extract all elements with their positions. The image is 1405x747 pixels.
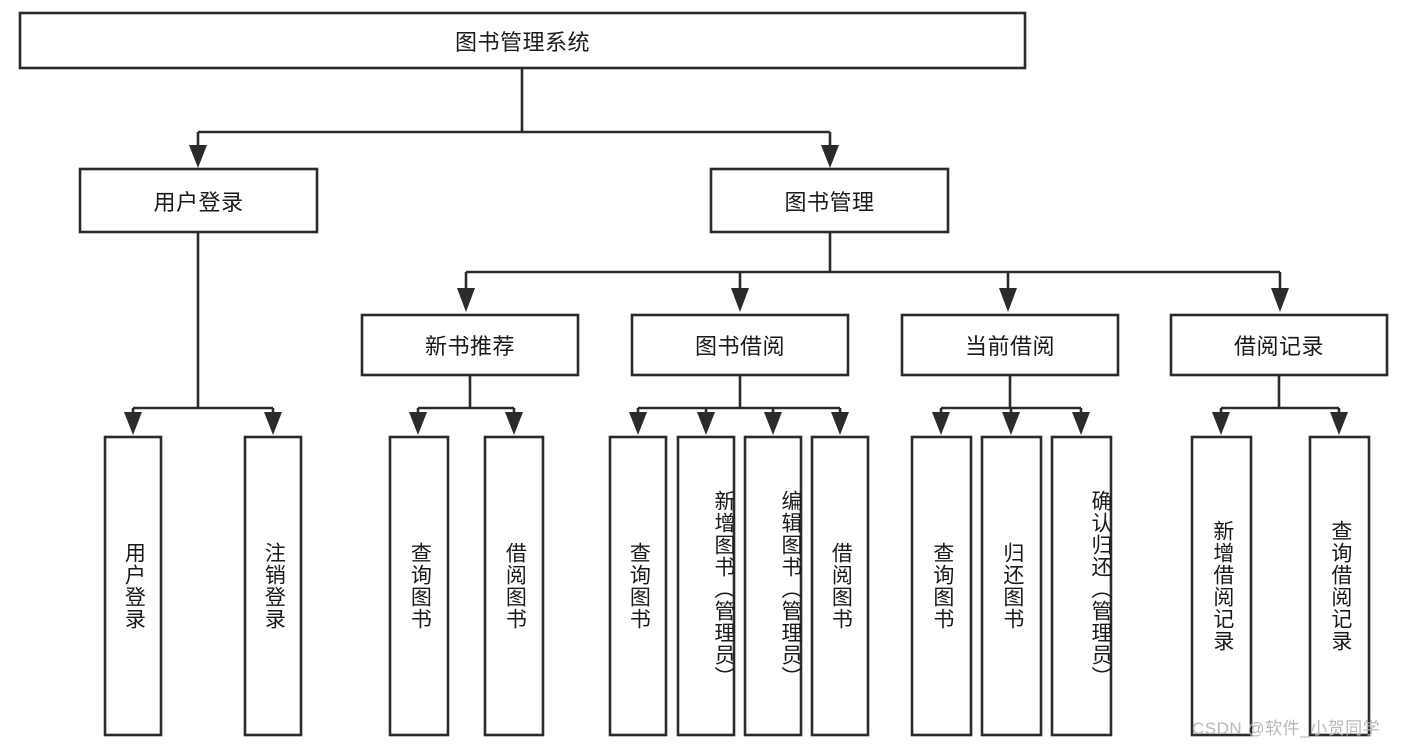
box-current-borrow[interactable] xyxy=(900,313,1120,377)
arrow-icon-leaf-13 xyxy=(1330,412,1348,435)
arrow-icon-bookmgmt-1 xyxy=(457,288,475,312)
arrow-icon-leaf-3 xyxy=(409,412,427,435)
arrow-icon-bookmgmt-3 xyxy=(999,288,1017,312)
box-leaf-2[interactable] xyxy=(243,435,303,737)
watermark-text: CSDN @软件_小贺同学 xyxy=(1192,719,1381,738)
arrow-icon-root-right xyxy=(821,145,839,168)
node-boxes xyxy=(18,11,1389,737)
box-leaf-8[interactable] xyxy=(810,435,870,737)
arrow-icon-leaf-1 xyxy=(124,412,142,435)
arrow-icon-leaf-7 xyxy=(764,412,782,435)
box-leaf-11[interactable] xyxy=(1050,435,1113,737)
arrow-icon-leaf-11 xyxy=(1072,412,1090,435)
box-root[interactable] xyxy=(18,11,1027,70)
box-leaf-10[interactable] xyxy=(980,435,1043,737)
box-leaf-13[interactable] xyxy=(1308,435,1371,737)
arrow-icon-bookmgmt-4 xyxy=(1271,288,1289,312)
box-new-book-recommend[interactable] xyxy=(360,313,580,377)
box-leaf-7[interactable] xyxy=(743,435,803,737)
box-book-management[interactable] xyxy=(709,167,950,234)
arrow-icon-leaf-4 xyxy=(505,412,523,435)
box-leaf-9[interactable] xyxy=(910,435,973,737)
arrow-icon-bookmgmt-2 xyxy=(731,288,749,312)
arrow-icon-leaf-9 xyxy=(932,412,950,435)
arrow-icon-leaf-5 xyxy=(629,412,647,435)
box-leaf-3[interactable] xyxy=(388,435,450,737)
arrow-icon-leaf-6 xyxy=(697,412,715,435)
arrow-icon-root-left xyxy=(189,145,207,168)
arrow-icon-leaf-12 xyxy=(1212,412,1230,435)
box-user-login[interactable] xyxy=(78,167,319,234)
arrow-icon-leaf-8 xyxy=(831,412,849,435)
box-book-borrow[interactable] xyxy=(630,313,850,377)
box-leaf-1[interactable] xyxy=(103,435,163,737)
box-leaf-12[interactable] xyxy=(1190,435,1253,737)
box-leaf-5[interactable] xyxy=(608,435,668,737)
box-borrow-record[interactable] xyxy=(1169,313,1389,377)
arrow-icon-leaf-10 xyxy=(1002,412,1020,435)
box-leaf-6[interactable] xyxy=(676,435,736,737)
arrow-icon-leaf-2 xyxy=(264,412,282,435)
box-leaf-4[interactable] xyxy=(483,435,545,737)
arrow-heads xyxy=(124,145,1348,435)
